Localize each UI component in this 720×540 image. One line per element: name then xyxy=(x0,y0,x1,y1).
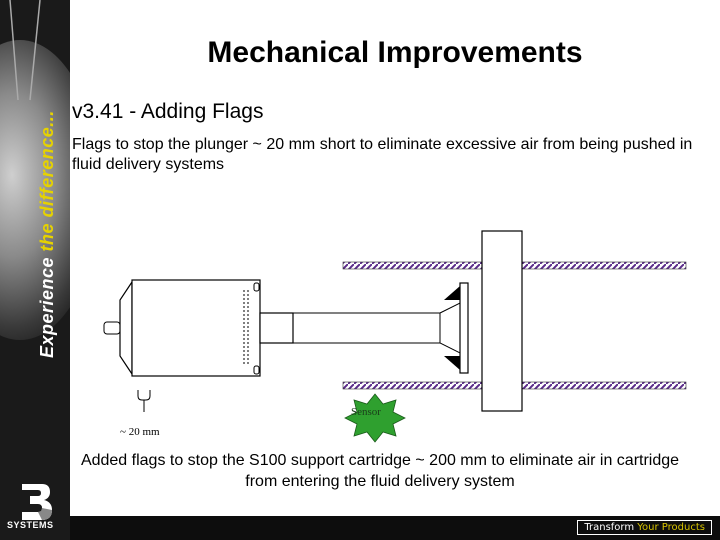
o-ring-top xyxy=(253,282,260,292)
light-bulb-icon xyxy=(9,0,41,101)
sensor-label: Sensor xyxy=(351,406,381,418)
footer-tagline: Transform Your Products xyxy=(577,520,712,535)
nozzle-tip xyxy=(103,321,121,335)
slide-description: Flags to stop the plunger ~ 20 mm short … xyxy=(72,136,693,173)
slide-caption: Added flags to stop the S100 support car… xyxy=(80,452,680,490)
3d-systems-logo xyxy=(22,484,52,520)
plunger-flare xyxy=(439,302,461,354)
slide-subtitle: v3.41 - Adding Flags xyxy=(72,100,264,123)
footer-tagline-part1: Transform xyxy=(584,522,638,533)
flag-top xyxy=(444,286,460,300)
sidebar: Experience the difference... SYSTEMS xyxy=(0,0,70,540)
light-bulb-glow xyxy=(0,40,70,340)
dimension-label: ~ 20 mm xyxy=(120,426,160,438)
plunger-head xyxy=(259,312,294,344)
cylinder-cap xyxy=(119,280,133,376)
logo-text: SYSTEMS xyxy=(7,520,54,530)
o-ring-bottom xyxy=(253,365,260,375)
cartridge-block xyxy=(481,230,523,412)
flag-bar xyxy=(459,282,469,374)
footer-tagline-part2: Your Products xyxy=(637,522,705,533)
sensor-icon xyxy=(344,393,406,443)
cylinder-body xyxy=(131,279,261,377)
slide-title: Mechanical Improvements xyxy=(207,36,583,69)
dimension-bracket xyxy=(137,390,151,401)
flag-bottom xyxy=(444,356,460,370)
footer-bar: Transform Your Products xyxy=(70,516,720,540)
